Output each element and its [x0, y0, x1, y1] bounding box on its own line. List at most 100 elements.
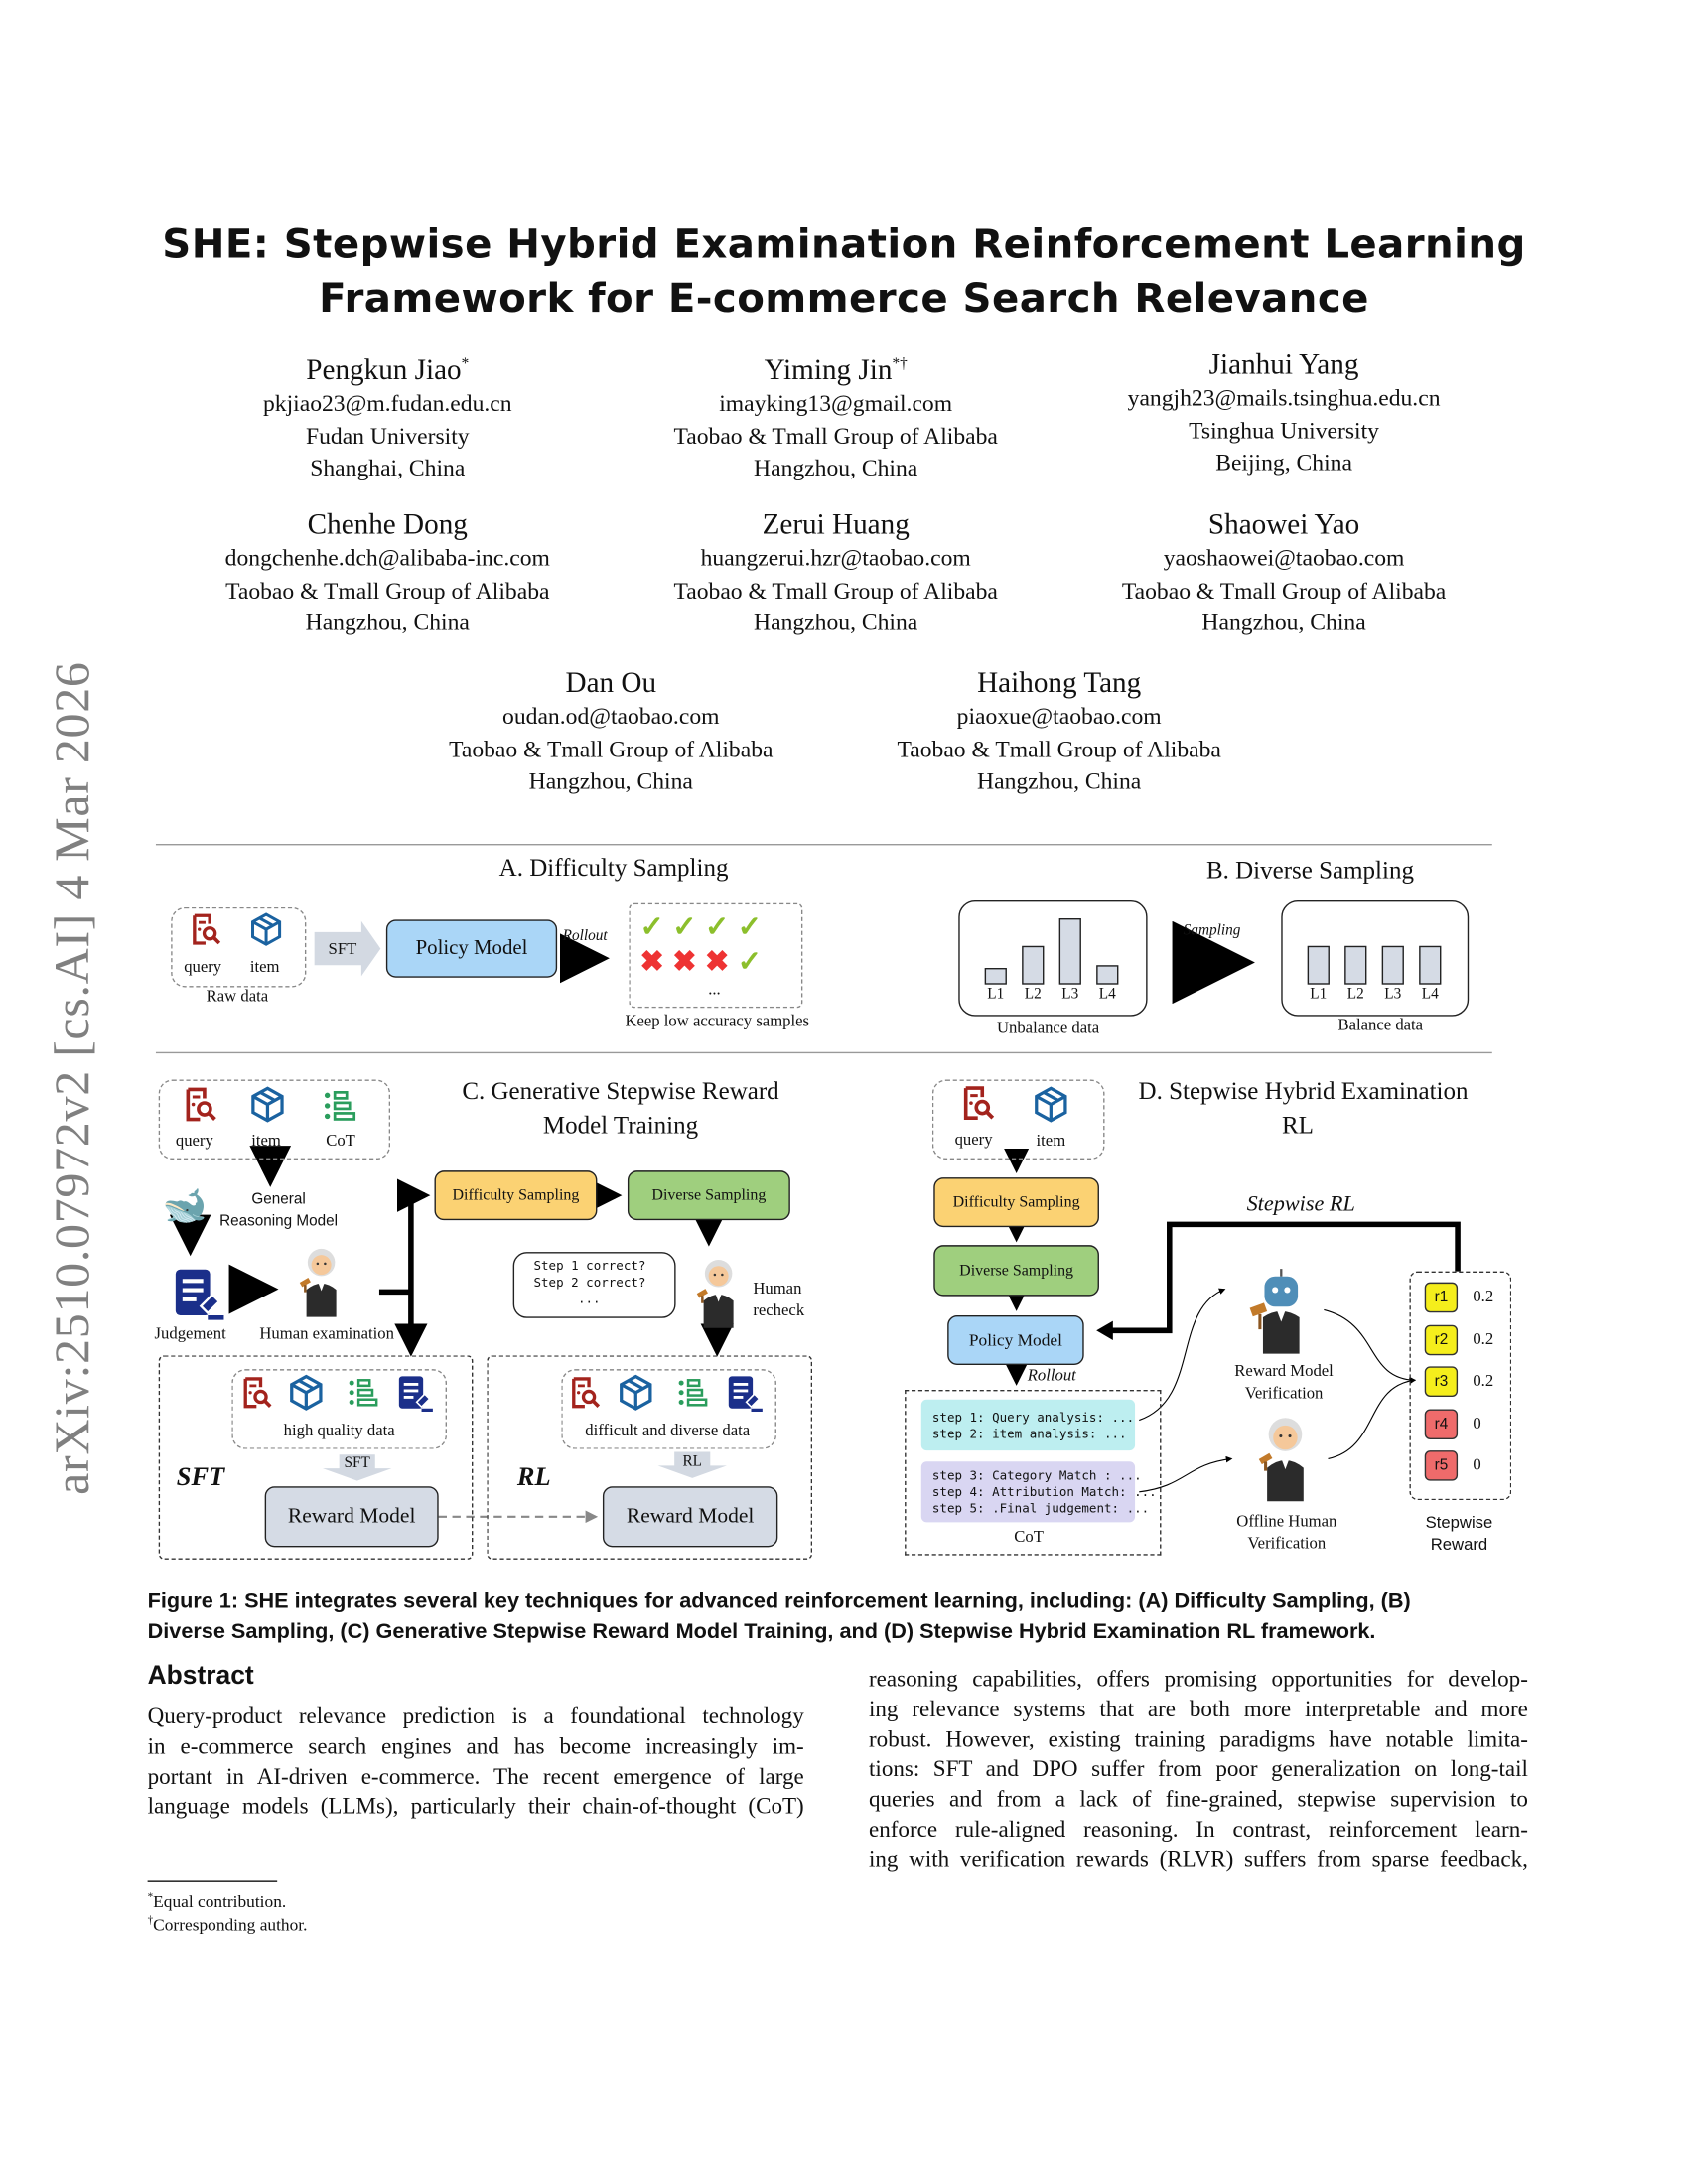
- query-icon: [960, 1085, 996, 1121]
- bar-L2: [1344, 946, 1367, 985]
- human-judge-icon: [1255, 1414, 1316, 1505]
- level-label: L3: [1061, 986, 1079, 1003]
- item-icon: [617, 1373, 655, 1412]
- author-email: yaoshaowei@taobao.com: [1163, 544, 1405, 572]
- bar-L4: [1419, 946, 1442, 985]
- rollout-samples-group: [629, 902, 803, 1009]
- reward-chip-r3: r3: [1424, 1366, 1459, 1397]
- text-line: enforce rule-aligned reasoning. In contr…: [869, 1816, 1528, 1843]
- author-affiliation: Fudan University: [305, 422, 470, 450]
- panel-c-title-line-2: Model Training: [542, 1111, 699, 1140]
- level-label: L4: [1098, 986, 1116, 1003]
- check-icons: ✓✓✓✓: [639, 909, 771, 944]
- bar-L4: [1096, 964, 1119, 985]
- rollout-label: Rollout: [562, 927, 608, 945]
- keep-low-accuracy-label: Keep low accuracy samples: [625, 1011, 810, 1030]
- stepwise-reward-group: [1409, 1271, 1512, 1501]
- item-icon: [287, 1373, 326, 1412]
- author-email: dongchenhe.dch@alibaba-inc.com: [224, 544, 550, 572]
- judgement-label: Judgement: [154, 1323, 226, 1343]
- author-name: Zerui Huang: [762, 507, 910, 541]
- sft-arrow-label: SFT: [344, 1454, 370, 1471]
- author-affiliation: Taobao & Tmall Group of Alibaba: [673, 577, 998, 604]
- item-icon: [248, 1085, 287, 1124]
- author-email: huangzerui.hzr@taobao.com: [700, 544, 971, 572]
- reward-model-rl-box: Reward Model: [602, 1486, 778, 1548]
- difficult-diverse-data-group: [561, 1369, 776, 1449]
- sampling-label: Sampling: [1183, 922, 1241, 939]
- author-mark: *: [461, 355, 470, 373]
- author-affiliation: Taobao & Tmall Group of Alibaba: [449, 735, 774, 762]
- difficulty-sampling-box: Difficulty Sampling: [434, 1170, 598, 1221]
- cot-steps-model-verified: step 1: Query analysis: ...step 2: item …: [920, 1399, 1136, 1451]
- author-block: Pengkun Jiao* pkjiao23@m.fudan.edu.cn Fu…: [263, 347, 512, 484]
- sft-label: SFT: [328, 938, 357, 959]
- cot-icon: [347, 1376, 379, 1409]
- author-block: Yiming Jin*† imayking13@gmail.com Taobao…: [673, 347, 997, 484]
- reward-value: 0.2: [1473, 1328, 1494, 1348]
- policy-model-box: Policy Model: [385, 919, 558, 978]
- stepwise-rl-feedback-line: [1110, 1221, 1461, 1334]
- bar-L2: [1022, 946, 1045, 985]
- author-name: Jianhui Yang: [1208, 347, 1359, 381]
- figure-caption-line-2: Diverse Sampling, (C) Generative Stepwis…: [147, 1619, 1376, 1644]
- human-examination-label: Human examination: [259, 1323, 394, 1343]
- author-affiliation: Taobao & Tmall Group of Alibaba: [1121, 577, 1447, 604]
- text-line: language models (LLMs), particularly the…: [147, 1793, 804, 1820]
- diverse-sampling-box: Diverse Sampling: [933, 1245, 1099, 1297]
- judgement-icon: [396, 1373, 435, 1415]
- reward-model-sft-box: Reward Model: [264, 1486, 439, 1548]
- figure-caption-line-1: Figure 1: SHE integrates several key tec…: [147, 1589, 1411, 1614]
- paper-title-line-1: SHE: Stepwise Hybrid Examination Reinfor…: [162, 220, 1526, 268]
- bar-L1: [1307, 946, 1330, 985]
- policy-model-box: Policy Model: [947, 1315, 1084, 1366]
- query-icon: [240, 1375, 273, 1411]
- author-email: yangjh23@mails.tsinghua.edu.cn: [1127, 384, 1441, 411]
- judgement-icon: [726, 1373, 765, 1415]
- item-label: item: [249, 956, 280, 977]
- text-line: portant in AI-driven e-commerce. The rec…: [147, 1762, 804, 1790]
- item-label: item: [1036, 1130, 1066, 1151]
- text-line: reasoning capabilities, offers promising…: [869, 1665, 1528, 1693]
- human-judge-icon: [297, 1245, 347, 1319]
- reward-chip-r1: r1: [1424, 1282, 1459, 1313]
- reward-chip-r4: r4: [1424, 1408, 1459, 1439]
- sft-arrow-a: [314, 920, 381, 977]
- cot-icon: [322, 1088, 357, 1124]
- abstract-column-right: reasoning capabilities, offers promising…: [869, 1664, 1528, 1874]
- sft-stage-group: [158, 1355, 474, 1560]
- rollout-label: Rollout: [1027, 1365, 1076, 1385]
- cot-group: [905, 1390, 1162, 1556]
- cot-icon: [676, 1376, 709, 1409]
- footnote-1: *Equal contribution.: [147, 1890, 287, 1912]
- author-affiliation: Taobao & Tmall Group of Alibaba: [225, 577, 550, 604]
- panel-b-title: B. Diverse Sampling: [1205, 856, 1414, 885]
- difficult-diverse-data-label: difficult and diverse data: [585, 1420, 751, 1440]
- human-recheck-judge-icon: [694, 1255, 744, 1332]
- whale-logo-icon: 🐋: [162, 1185, 208, 1226]
- paper-title-line-2: Framework for E-commerce Search Relevanc…: [319, 274, 1369, 322]
- author-block: Shaowei Yao yaoshaowei@taobao.com Taobao…: [1122, 507, 1446, 639]
- figure-middle-rule: [155, 1051, 1492, 1054]
- panel-c-title-line-1: C. Generative Stepwise Reward: [462, 1076, 779, 1105]
- query-icon: [182, 1086, 217, 1122]
- author-email: piaoxue@taobao.com: [956, 703, 1162, 730]
- author-block: Dan Ou oudan.od@taobao.com Taobao & Tmal…: [449, 666, 773, 798]
- reward-chip-r2: r2: [1424, 1324, 1459, 1355]
- author-affiliation: Taobao & Tmall Group of Alibaba: [673, 422, 998, 450]
- author-email: oudan.od@taobao.com: [502, 703, 720, 730]
- author-email: pkjiao23@m.fudan.edu.cn: [262, 390, 512, 417]
- high-quality-data-label: high quality data: [283, 1420, 395, 1440]
- query-label: query: [954, 1129, 993, 1149]
- level-label: L2: [1024, 986, 1042, 1003]
- text-line: Query-product relevance prediction is a …: [147, 1703, 804, 1729]
- query-icon: [189, 912, 221, 945]
- author-mark: *†: [892, 355, 908, 373]
- bar-L3: [1381, 946, 1404, 985]
- bar-L1: [984, 968, 1007, 985]
